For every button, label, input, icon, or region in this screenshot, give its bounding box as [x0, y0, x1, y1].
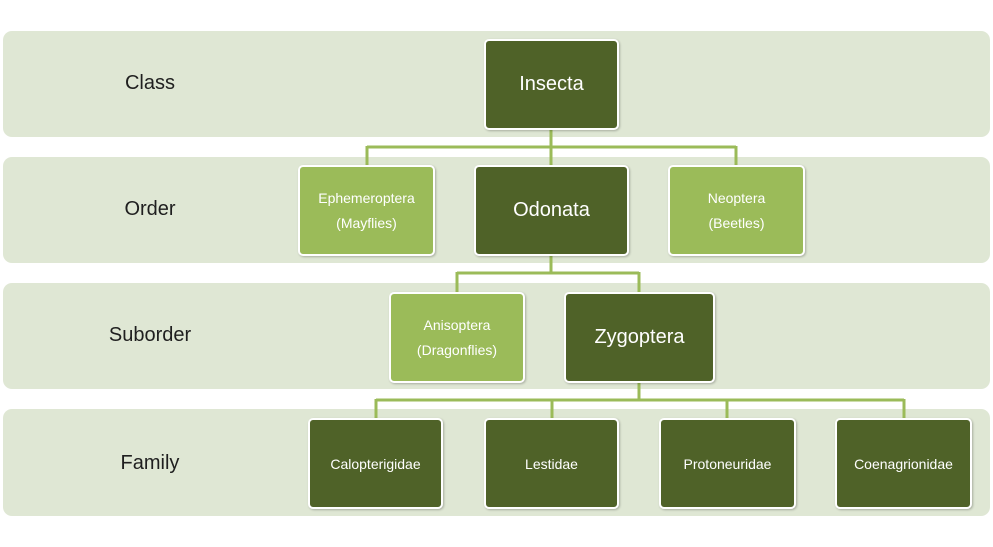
node-anisoptera: Anisoptera (Dragonflies)	[389, 292, 525, 383]
level-label-family: Family	[120, 452, 180, 474]
node-ephemeroptera-name: Ephemeroptera	[318, 189, 415, 206]
node-neoptera-common: (Beetles)	[708, 214, 765, 231]
node-coenagrionidae: Coenagrionidae	[835, 418, 972, 509]
node-anisoptera-common: (Dragonflies)	[416, 341, 498, 358]
node-lestidae-label: Lestidae	[525, 455, 578, 472]
node-neoptera: Neoptera (Beetles)	[668, 165, 805, 256]
node-protoneuridae: Protoneuridae	[659, 418, 796, 509]
node-lestidae: Lestidae	[484, 418, 619, 509]
node-zygoptera: Zygoptera	[564, 292, 715, 383]
node-protoneuridae-label: Protoneuridae	[683, 455, 772, 472]
level-label-suborder: Suborder	[108, 324, 192, 346]
node-anisoptera-name: Anisoptera	[423, 316, 491, 333]
node-ephemeroptera: Ephemeroptera (Mayflies)	[298, 165, 435, 256]
node-insecta: Insecta	[484, 39, 619, 130]
node-zygoptera-label: Zygoptera	[594, 326, 685, 348]
node-calopterigidae-label: Calopterigidae	[330, 455, 421, 472]
level-label-class: Class	[124, 72, 175, 94]
node-neoptera-name: Neoptera	[707, 189, 766, 206]
node-insecta-label: Insecta	[519, 73, 584, 95]
level-label-order: Order	[124, 198, 176, 220]
node-calopterigidae: Calopterigidae	[308, 418, 443, 509]
node-coenagrionidae-label: Coenagrionidae	[854, 455, 953, 472]
node-odonata: Odonata	[474, 165, 629, 256]
node-odonata-label: Odonata	[513, 199, 590, 221]
node-ephemeroptera-common: (Mayflies)	[336, 214, 397, 231]
